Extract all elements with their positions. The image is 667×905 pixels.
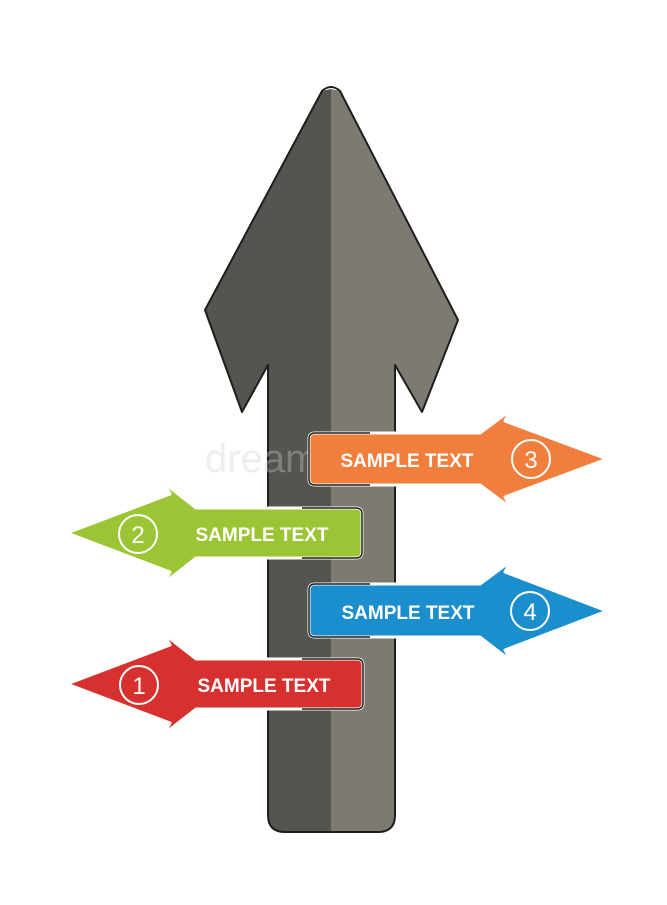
step-arrow-4: 4 SAMPLE TEXT	[307, 559, 609, 663]
step-3-label: SAMPLE TEXT	[340, 451, 473, 472]
step-4-number-circle	[510, 591, 550, 631]
step-arrow-1: 1 SAMPLE TEXT	[65, 632, 365, 736]
step-1-label: SAMPLE TEXT	[197, 676, 330, 697]
step-2-tab-outline	[302, 507, 363, 559]
step-3-number-circle	[511, 439, 551, 479]
step-4-label: SAMPLE TEXT	[341, 603, 474, 624]
step-2-number-circle	[118, 514, 158, 554]
step-1-tab-outline	[302, 658, 364, 710]
step-2-number: 2	[131, 522, 144, 549]
step-4-tab-outline	[308, 583, 370, 638]
step-1-number-circle	[119, 665, 159, 705]
step-3-number: 3	[524, 447, 537, 474]
step-arrow-2: 2 SAMPLE TEXT	[65, 481, 364, 585]
step-1-number: 1	[132, 673, 145, 700]
step-4-number: 4	[523, 599, 536, 626]
step-3-tab-outline	[308, 432, 370, 486]
step-2-label: SAMPLE TEXT	[195, 525, 328, 546]
step-arrow-3: 3 SAMPLE TEXT	[307, 408, 609, 510]
main-arrow-outline	[204, 86, 459, 833]
